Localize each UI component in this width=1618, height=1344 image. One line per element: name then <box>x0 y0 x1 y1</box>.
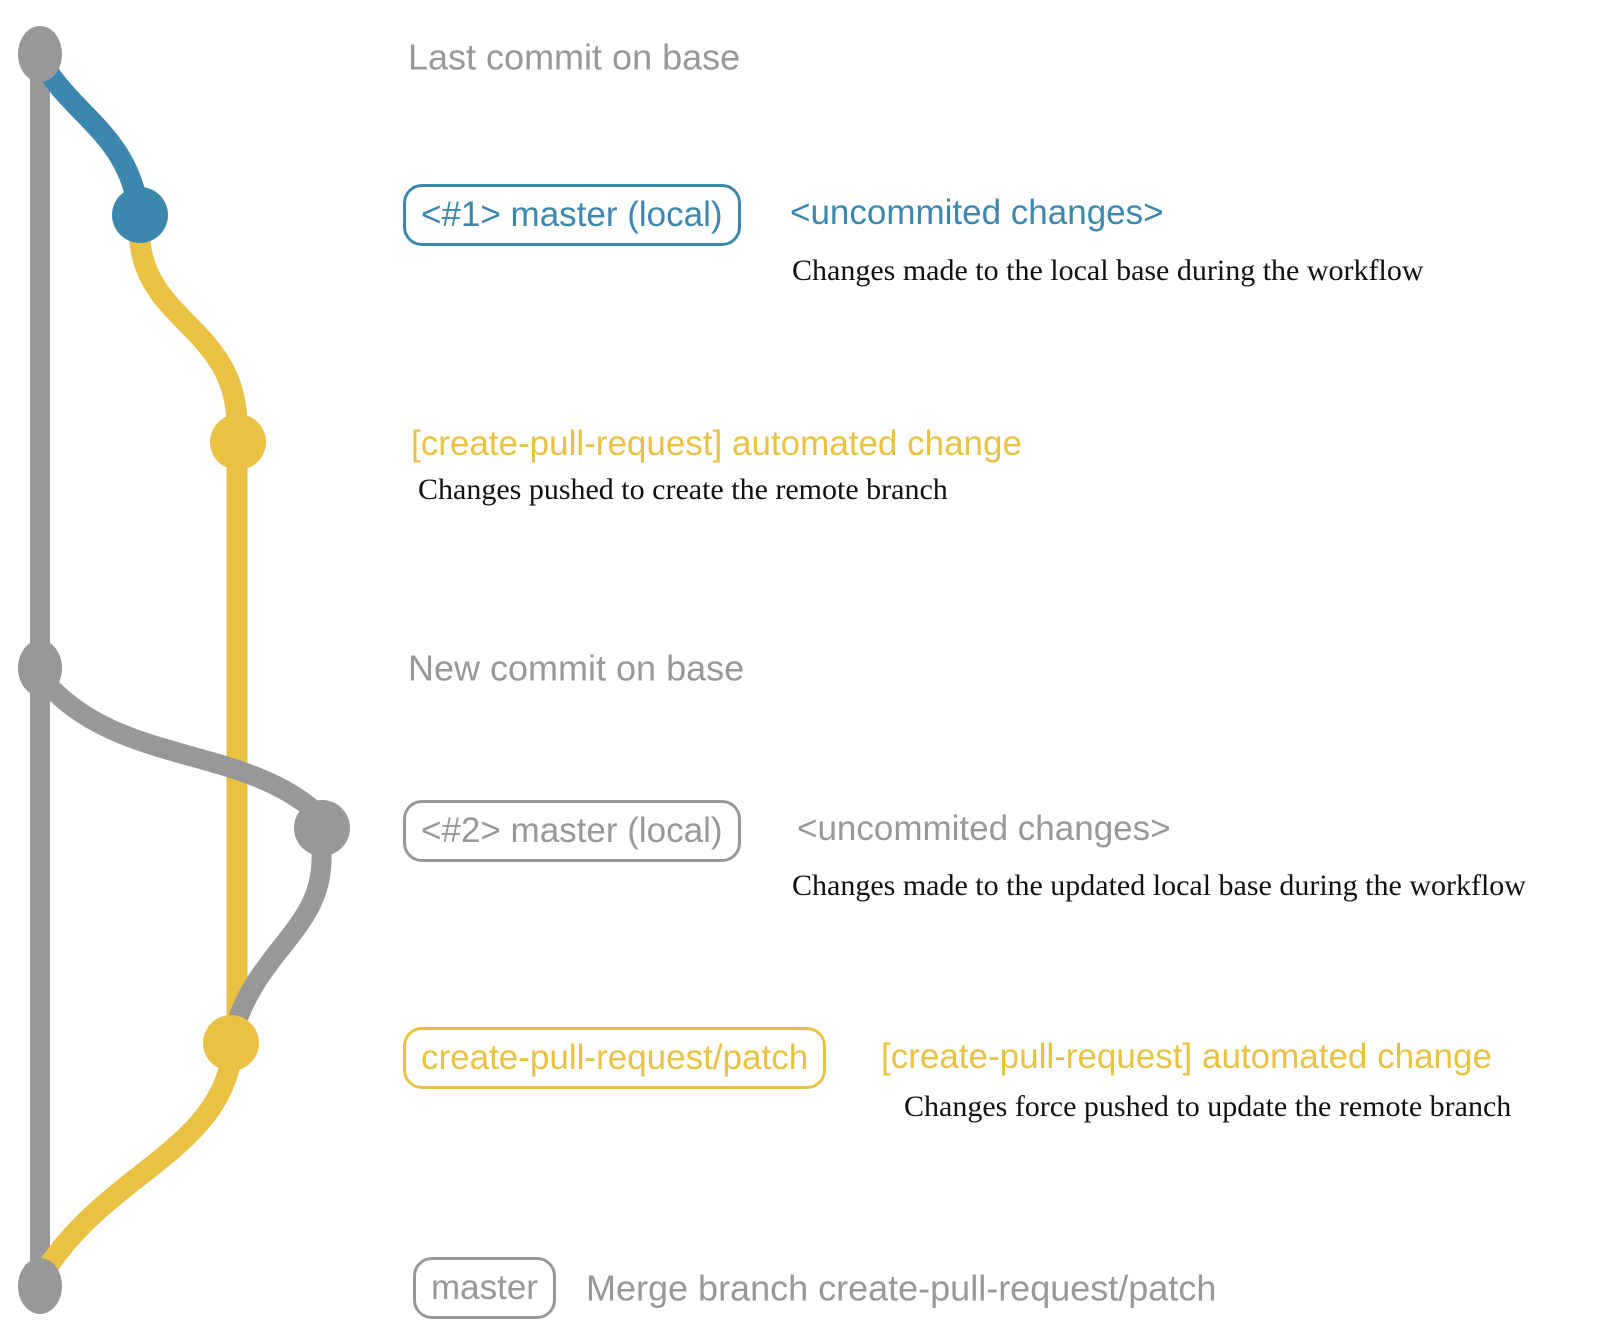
local2-branch-curve-in <box>223 836 332 1044</box>
desc-local-changes-2: Changes made to the updated local base d… <box>792 869 1526 902</box>
commit-dot-local1 <box>112 187 168 243</box>
desc-local-changes-1: Changes made to the local base during th… <box>792 254 1424 287</box>
commit-dot-patch1 <box>210 414 266 470</box>
note-uncommited-changes-2: <uncommited changes> <box>797 809 1171 848</box>
commit-dot-last-base <box>18 26 62 82</box>
local1-branch-curve <box>29 47 148 213</box>
commit-dot-local2 <box>294 800 350 856</box>
badge-master-local-2: <#2> master (local) <box>403 800 741 862</box>
branch-badge-local1: <#1> master (local) <box>403 184 741 246</box>
note-uncommited-changes-1: <uncommited changes> <box>790 193 1164 232</box>
branch-badge-master: master <box>413 1257 556 1319</box>
patch-branch-merge-curve <box>36 1037 244 1279</box>
patch-branch-curve-out <box>129 231 248 437</box>
desc-force-push-update-branch: Changes force pushed to update the remot… <box>904 1090 1512 1123</box>
badge-master-local-1: <#1> master (local) <box>403 184 741 246</box>
commit-dot-merge <box>18 1258 62 1314</box>
commit-message-automated-change-2: [create-pull-request] automated change <box>881 1037 1492 1076</box>
badge-create-pull-request-patch: create-pull-request/patch <box>403 1027 827 1089</box>
local2-branch-curve-out <box>32 668 327 823</box>
label-last-commit-on-base: Last commit on base <box>408 36 741 78</box>
label-new-commit-on-base: New commit on base <box>408 647 745 689</box>
branch-badge-local2: <#2> master (local) <box>403 800 741 862</box>
commit-dot-new-base <box>18 640 62 696</box>
commit-message-merge-branch: Merge branch create-pull-request/patch <box>586 1267 1217 1309</box>
commit-dot-patch2 <box>203 1015 259 1071</box>
desc-push-create-branch: Changes pushed to create the remote bran… <box>418 473 948 506</box>
badge-master: master <box>413 1257 556 1319</box>
commit-message-automated-change-1: [create-pull-request] automated change <box>411 424 1022 463</box>
branch-badge-patch: create-pull-request/patch <box>403 1027 827 1089</box>
